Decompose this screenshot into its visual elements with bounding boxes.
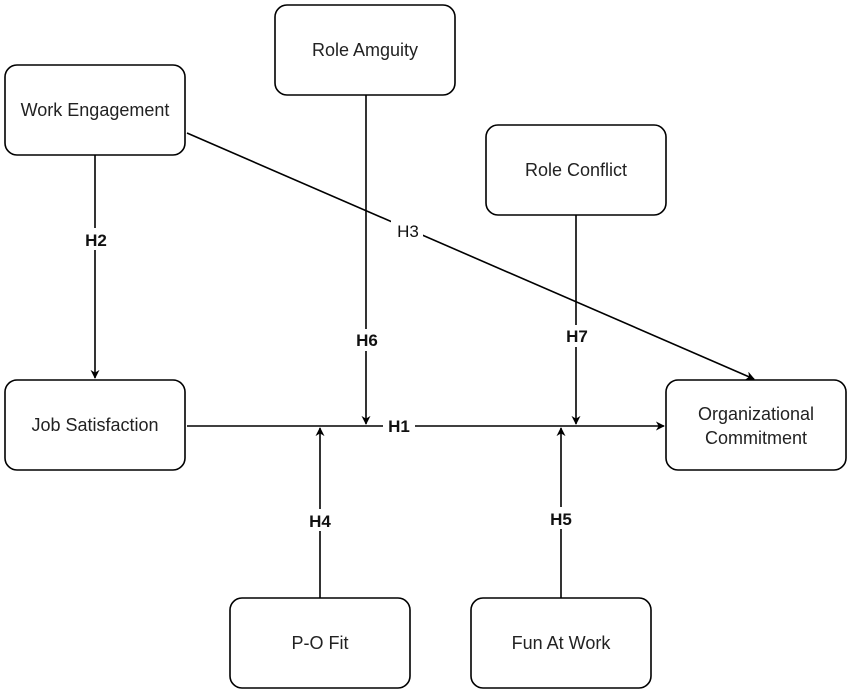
node-role-conflict: Role Conflict — [485, 124, 667, 216]
node-label-work-engagement: Work Engagement — [21, 100, 170, 120]
node-label-job-satisfaction: Job Satisfaction — [31, 415, 158, 435]
node-label-role-ambiguity: Role Amguity — [312, 40, 418, 60]
edge-label-h2: H2 — [85, 231, 107, 250]
node-label-commitment: Commitment — [705, 428, 807, 448]
node-job-satisfaction: Job Satisfaction — [4, 379, 186, 471]
node-fun-at-work: Fun At Work — [470, 597, 652, 689]
node-label-po-fit: P-O Fit — [292, 633, 349, 653]
edge-label-h4: H4 — [309, 512, 331, 531]
node-role-ambiguity: Role Amguity — [274, 4, 456, 96]
node-organizational-commitment: Organizational Commitment — [665, 379, 847, 471]
edge-label-h1: H1 — [388, 417, 410, 436]
node-po-fit: P-O Fit — [229, 597, 411, 689]
edge-label-h5: H5 — [550, 510, 572, 529]
node-label-fun-at-work: Fun At Work — [512, 633, 612, 653]
edge-label-h7: H7 — [566, 327, 588, 346]
node-work-engagement: Work Engagement — [4, 64, 186, 156]
edge-h3 — [186, 132, 755, 380]
edge-label-h3: H3 — [397, 222, 419, 241]
node-label-role-conflict: Role Conflict — [525, 160, 627, 180]
edge-label-h6: H6 — [356, 331, 378, 350]
node-label-organizational: Organizational — [698, 404, 814, 424]
